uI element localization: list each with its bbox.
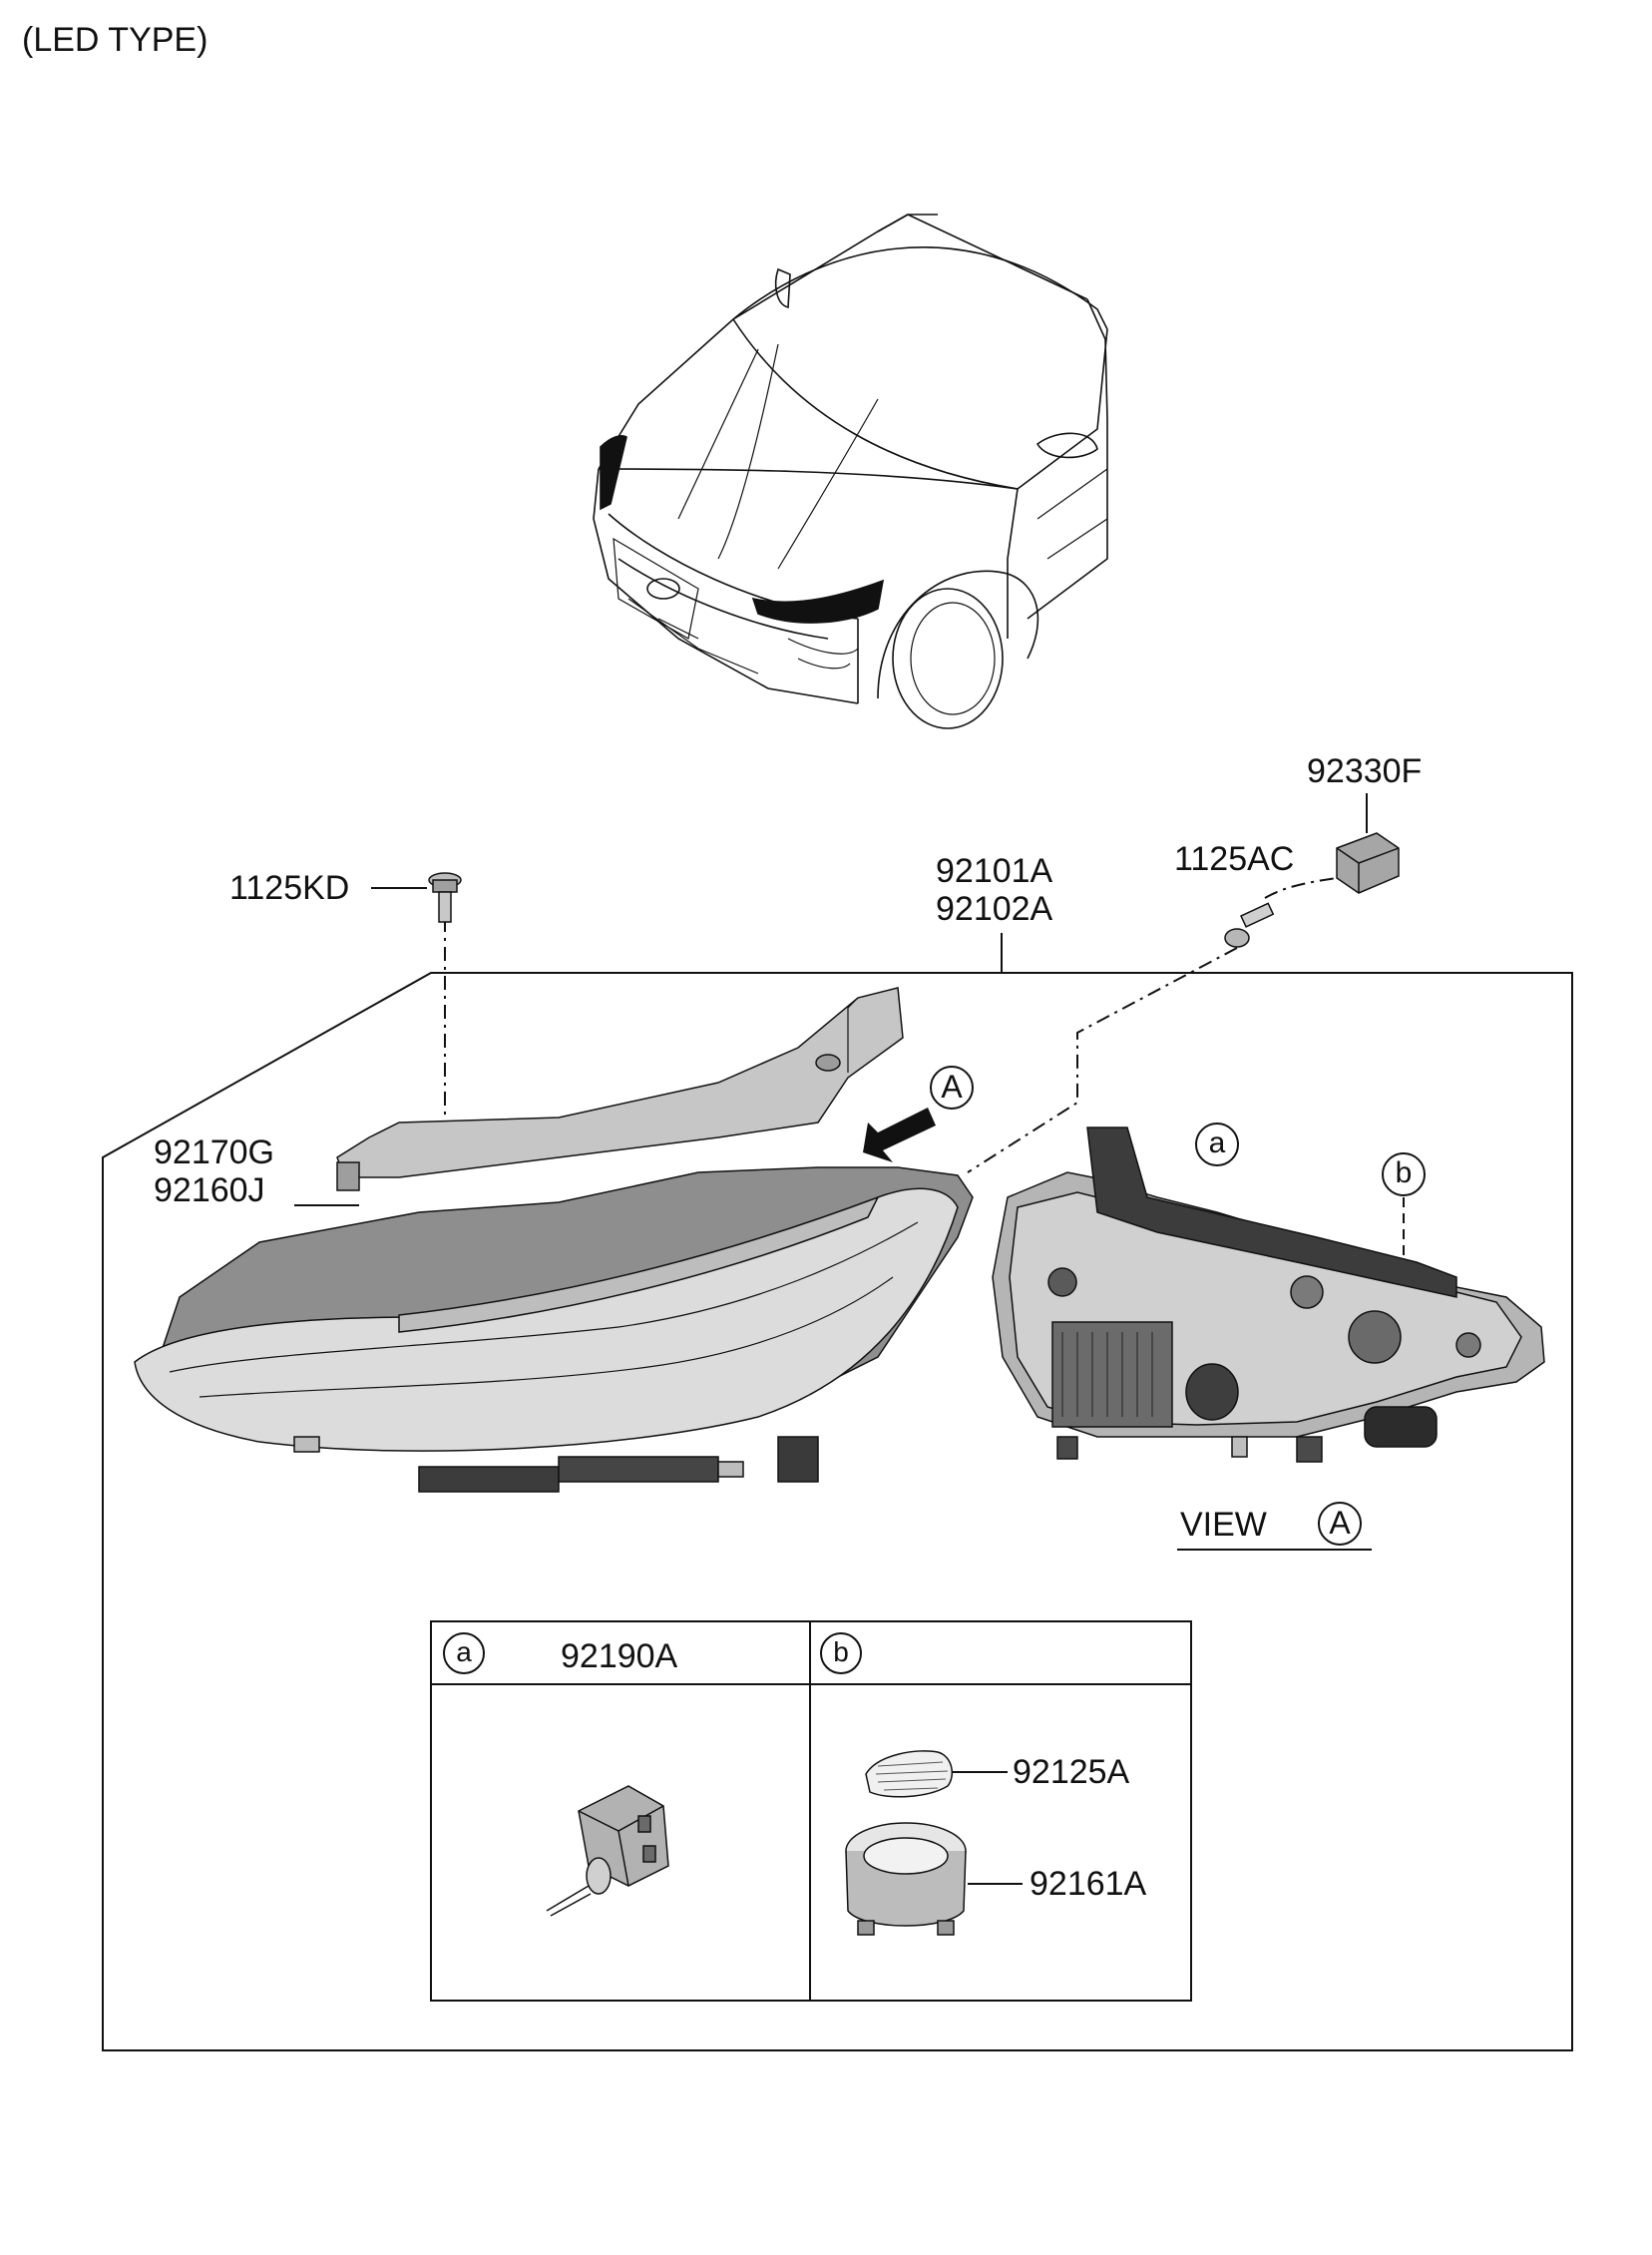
headlamp-front (134, 1166, 974, 1493)
part-label-92170g: 92170G (154, 1133, 274, 1171)
part-label-92190a: 92190A (561, 1637, 678, 1675)
part-label-92160j: 92160J (154, 1171, 265, 1209)
part-label-92101a: 92101A (936, 852, 1053, 890)
headlamp-rear (992, 1127, 1545, 1463)
module-92330f (1336, 832, 1400, 894)
view-ref-marker: A (1318, 1502, 1362, 1546)
detail-marker-a: a (1195, 1123, 1239, 1166)
part-label-1125ac: 1125AC (1174, 840, 1295, 878)
view-ref-marker-arrow: A (930, 1066, 974, 1110)
part-label-1125kd: 1125KD (229, 869, 350, 907)
part-label-92161a: 92161A (1030, 1865, 1147, 1903)
cap-part (865, 1750, 954, 1798)
detail-marker-b: b (1382, 1152, 1426, 1196)
bulb-part (546, 1785, 669, 1917)
socket-part (845, 1822, 967, 1936)
view-arrow (863, 1108, 936, 1162)
part-label-92102a: 92102A (936, 890, 1053, 928)
table-marker-a: a (443, 1632, 485, 1674)
screw-1125ac (1224, 902, 1275, 948)
detail-table (430, 1620, 1192, 2002)
diagram-title: (LED TYPE) (22, 21, 208, 59)
view-label: VIEW (1180, 1506, 1267, 1544)
car-overview (593, 214, 1108, 729)
bolt-1125kd (428, 872, 462, 923)
part-label-92330f: 92330F (1307, 752, 1423, 790)
assembly-boundary (102, 972, 1573, 2051)
part-label-92125a: 92125A (1013, 1753, 1130, 1791)
cover-bracket (336, 987, 904, 1191)
table-marker-b: b (820, 1632, 862, 1674)
